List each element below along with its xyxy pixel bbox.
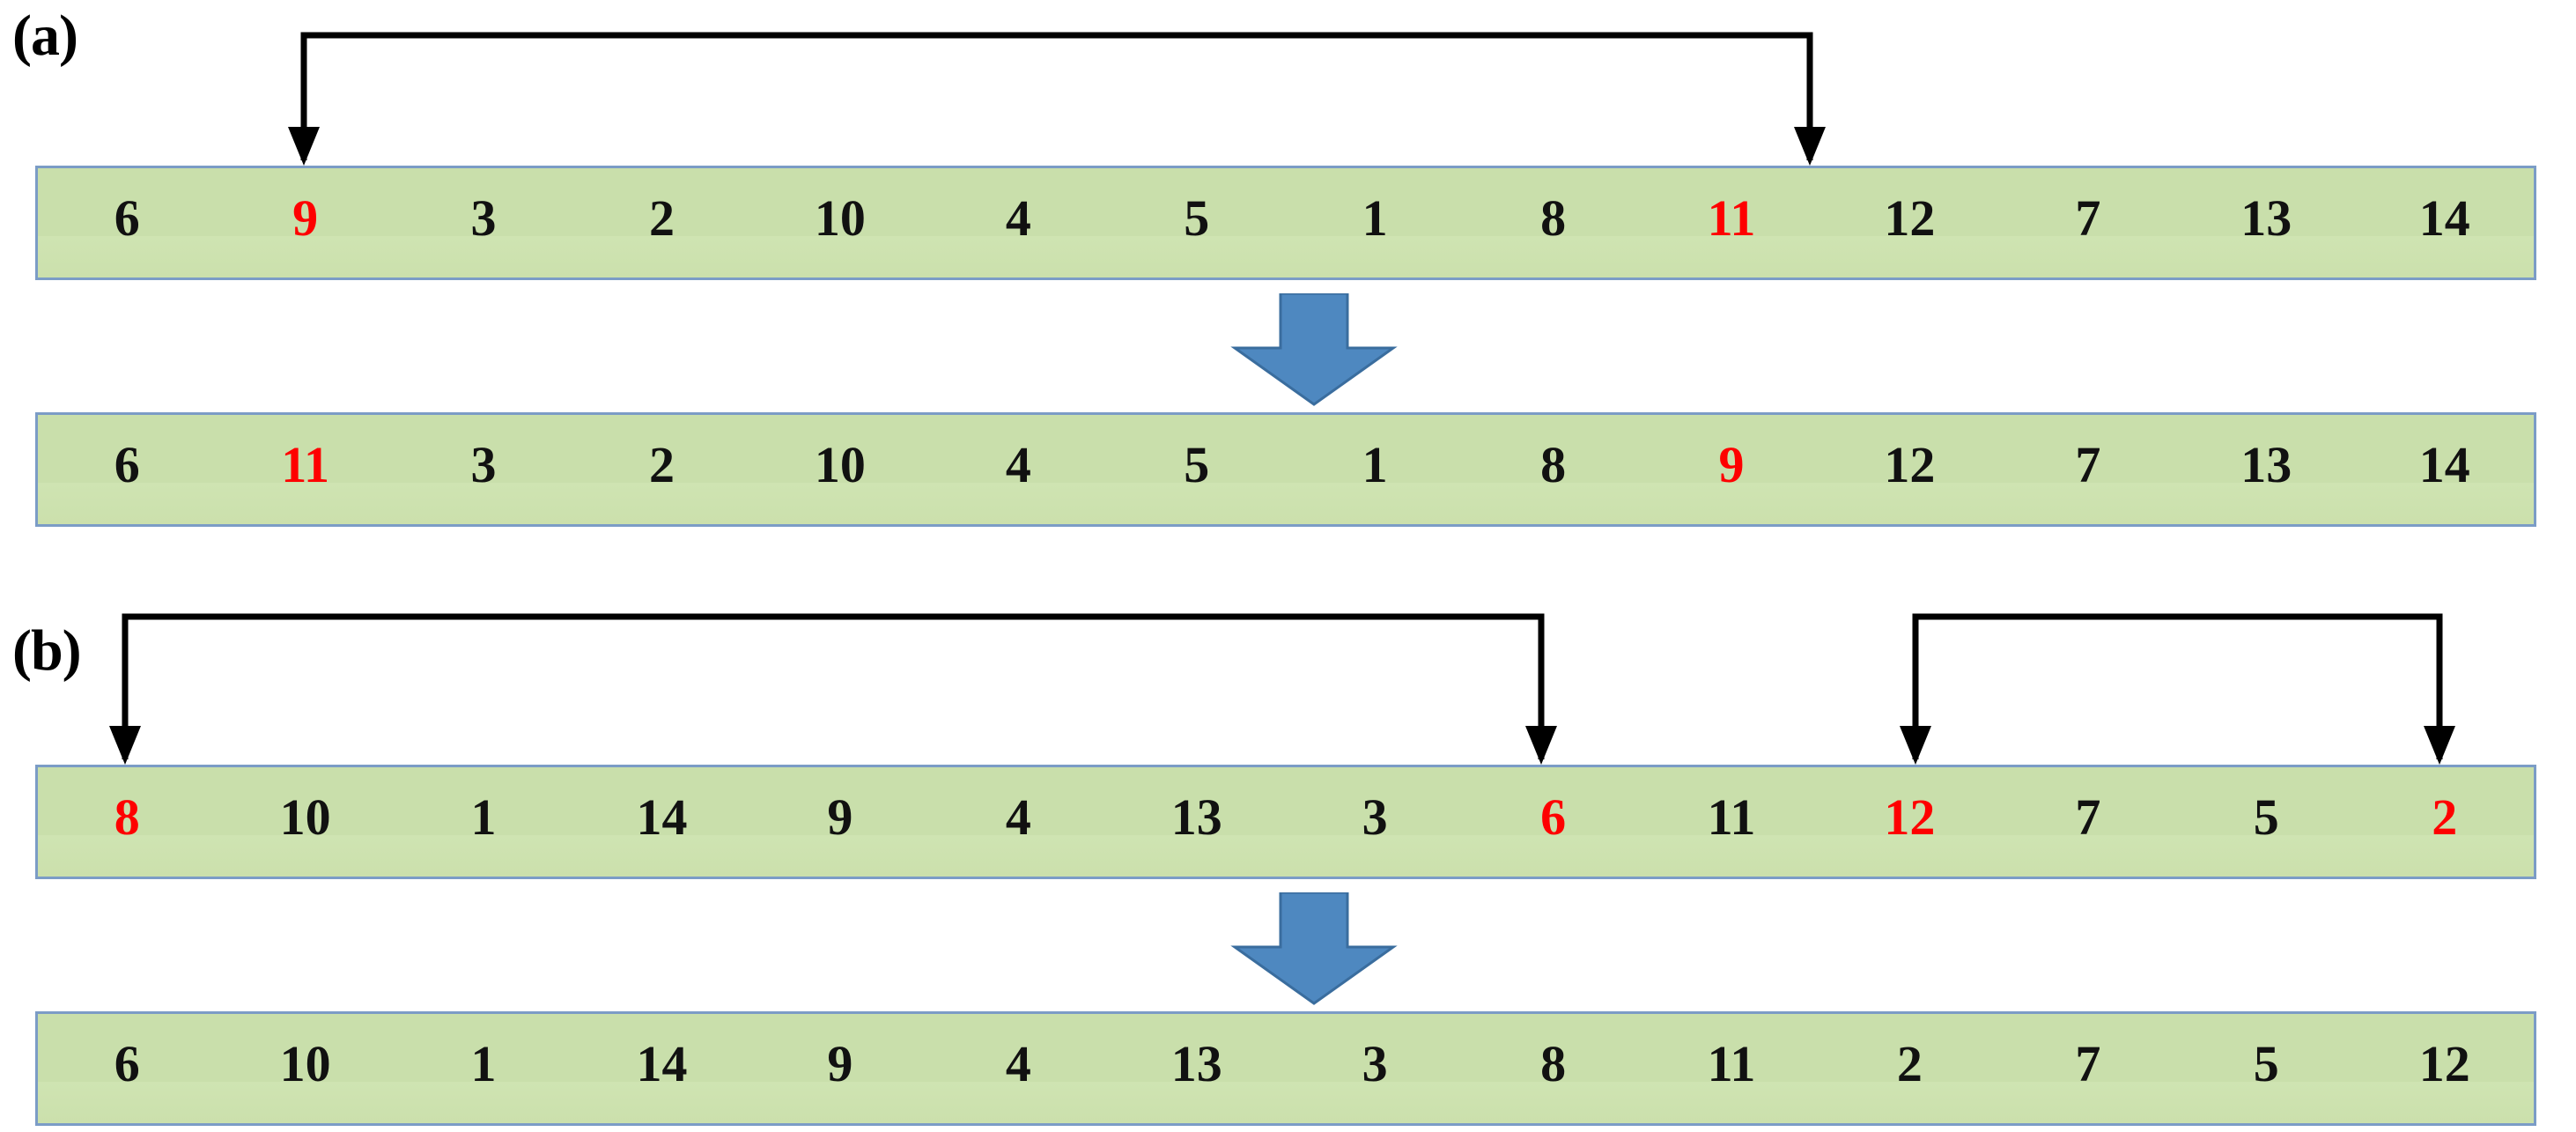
swap-connector-b-1 <box>0 608 2576 766</box>
array-cell: 11 <box>1707 189 1756 247</box>
array-cell: 4 <box>1005 189 1031 247</box>
array-cell: 8 <box>1540 189 1567 247</box>
array-cell: 11 <box>281 436 330 493</box>
array-cell: 14 <box>636 1035 688 1092</box>
array-cell: 10 <box>814 436 866 493</box>
swap-connector-b-2 <box>0 608 2576 766</box>
array-cell: 3 <box>470 436 497 493</box>
transition-down-arrow-b <box>1226 892 1402 1005</box>
array-cell: 6 <box>114 189 140 247</box>
array-cell: 10 <box>279 1035 331 1092</box>
array-cell: 7 <box>2075 436 2101 493</box>
array-cell: 13 <box>2240 436 2292 493</box>
array-cell: 8 <box>1540 1035 1567 1092</box>
array-cell: 2 <box>648 436 675 493</box>
array-cell: 6 <box>1540 788 1567 846</box>
array-cell: 14 <box>636 788 688 846</box>
array-cell: 2 <box>1896 1035 1923 1092</box>
array-cell: 9 <box>292 189 319 247</box>
array-cell: 13 <box>1170 1035 1222 1092</box>
array-cell: 7 <box>2075 189 2101 247</box>
array-cell: 13 <box>2240 189 2292 247</box>
array-a-after: 6 11 3 2 10 4 5 1 8 9 12 7 13 14 <box>35 412 2536 527</box>
array-cell: 4 <box>1005 788 1031 846</box>
array-cell: 4 <box>1005 436 1031 493</box>
array-cell: 7 <box>2075 788 2101 846</box>
array-cell: 13 <box>1170 788 1222 846</box>
array-b-before: 8 10 1 14 9 4 13 3 6 11 12 7 5 2 <box>35 765 2536 879</box>
array-cell: 2 <box>2432 788 2458 846</box>
array-cell: 3 <box>1362 1035 1388 1092</box>
array-cell: 8 <box>1540 436 1567 493</box>
array-cell: 1 <box>470 1035 497 1092</box>
array-cell: 8 <box>114 788 140 846</box>
array-cell: 6 <box>114 1035 140 1092</box>
array-cell: 5 <box>1184 436 1210 493</box>
array-cell: 12 <box>1884 189 1936 247</box>
array-a-before: 6 9 3 2 10 4 5 1 8 11 12 7 13 14 <box>35 166 2536 280</box>
array-cell: 3 <box>470 189 497 247</box>
array-cell: 1 <box>470 788 497 846</box>
panel-label-b: (b) <box>12 618 82 683</box>
array-cell: 1 <box>1362 189 1388 247</box>
swap-connector-a-1 <box>0 0 2576 167</box>
array-cell: 10 <box>814 189 866 247</box>
array-cell: 14 <box>2418 189 2470 247</box>
array-cell: 11 <box>1707 788 1756 846</box>
array-cell: 14 <box>2418 436 2470 493</box>
array-cell: 9 <box>827 1035 853 1092</box>
array-cell: 12 <box>1884 436 1936 493</box>
array-cell: 5 <box>2253 788 2279 846</box>
array-cell: 9 <box>827 788 853 846</box>
array-cell: 5 <box>1184 189 1210 247</box>
array-cell: 12 <box>2418 1035 2470 1092</box>
array-cell: 7 <box>2075 1035 2101 1092</box>
array-cell: 6 <box>114 436 140 493</box>
array-b-after: 6 10 1 14 9 4 13 3 8 11 2 7 5 12 <box>35 1011 2536 1126</box>
transition-down-arrow-a <box>1226 293 1402 406</box>
array-cell: 9 <box>1718 436 1745 493</box>
array-cell: 5 <box>2253 1035 2279 1092</box>
array-cell: 10 <box>279 788 331 846</box>
array-cell: 4 <box>1005 1035 1031 1092</box>
panel-label-a: (a) <box>12 4 78 68</box>
array-cell: 12 <box>1884 788 1936 846</box>
array-cell: 11 <box>1707 1035 1756 1092</box>
array-cell: 1 <box>1362 436 1388 493</box>
array-cell: 2 <box>648 189 675 247</box>
array-cell: 3 <box>1362 788 1388 846</box>
